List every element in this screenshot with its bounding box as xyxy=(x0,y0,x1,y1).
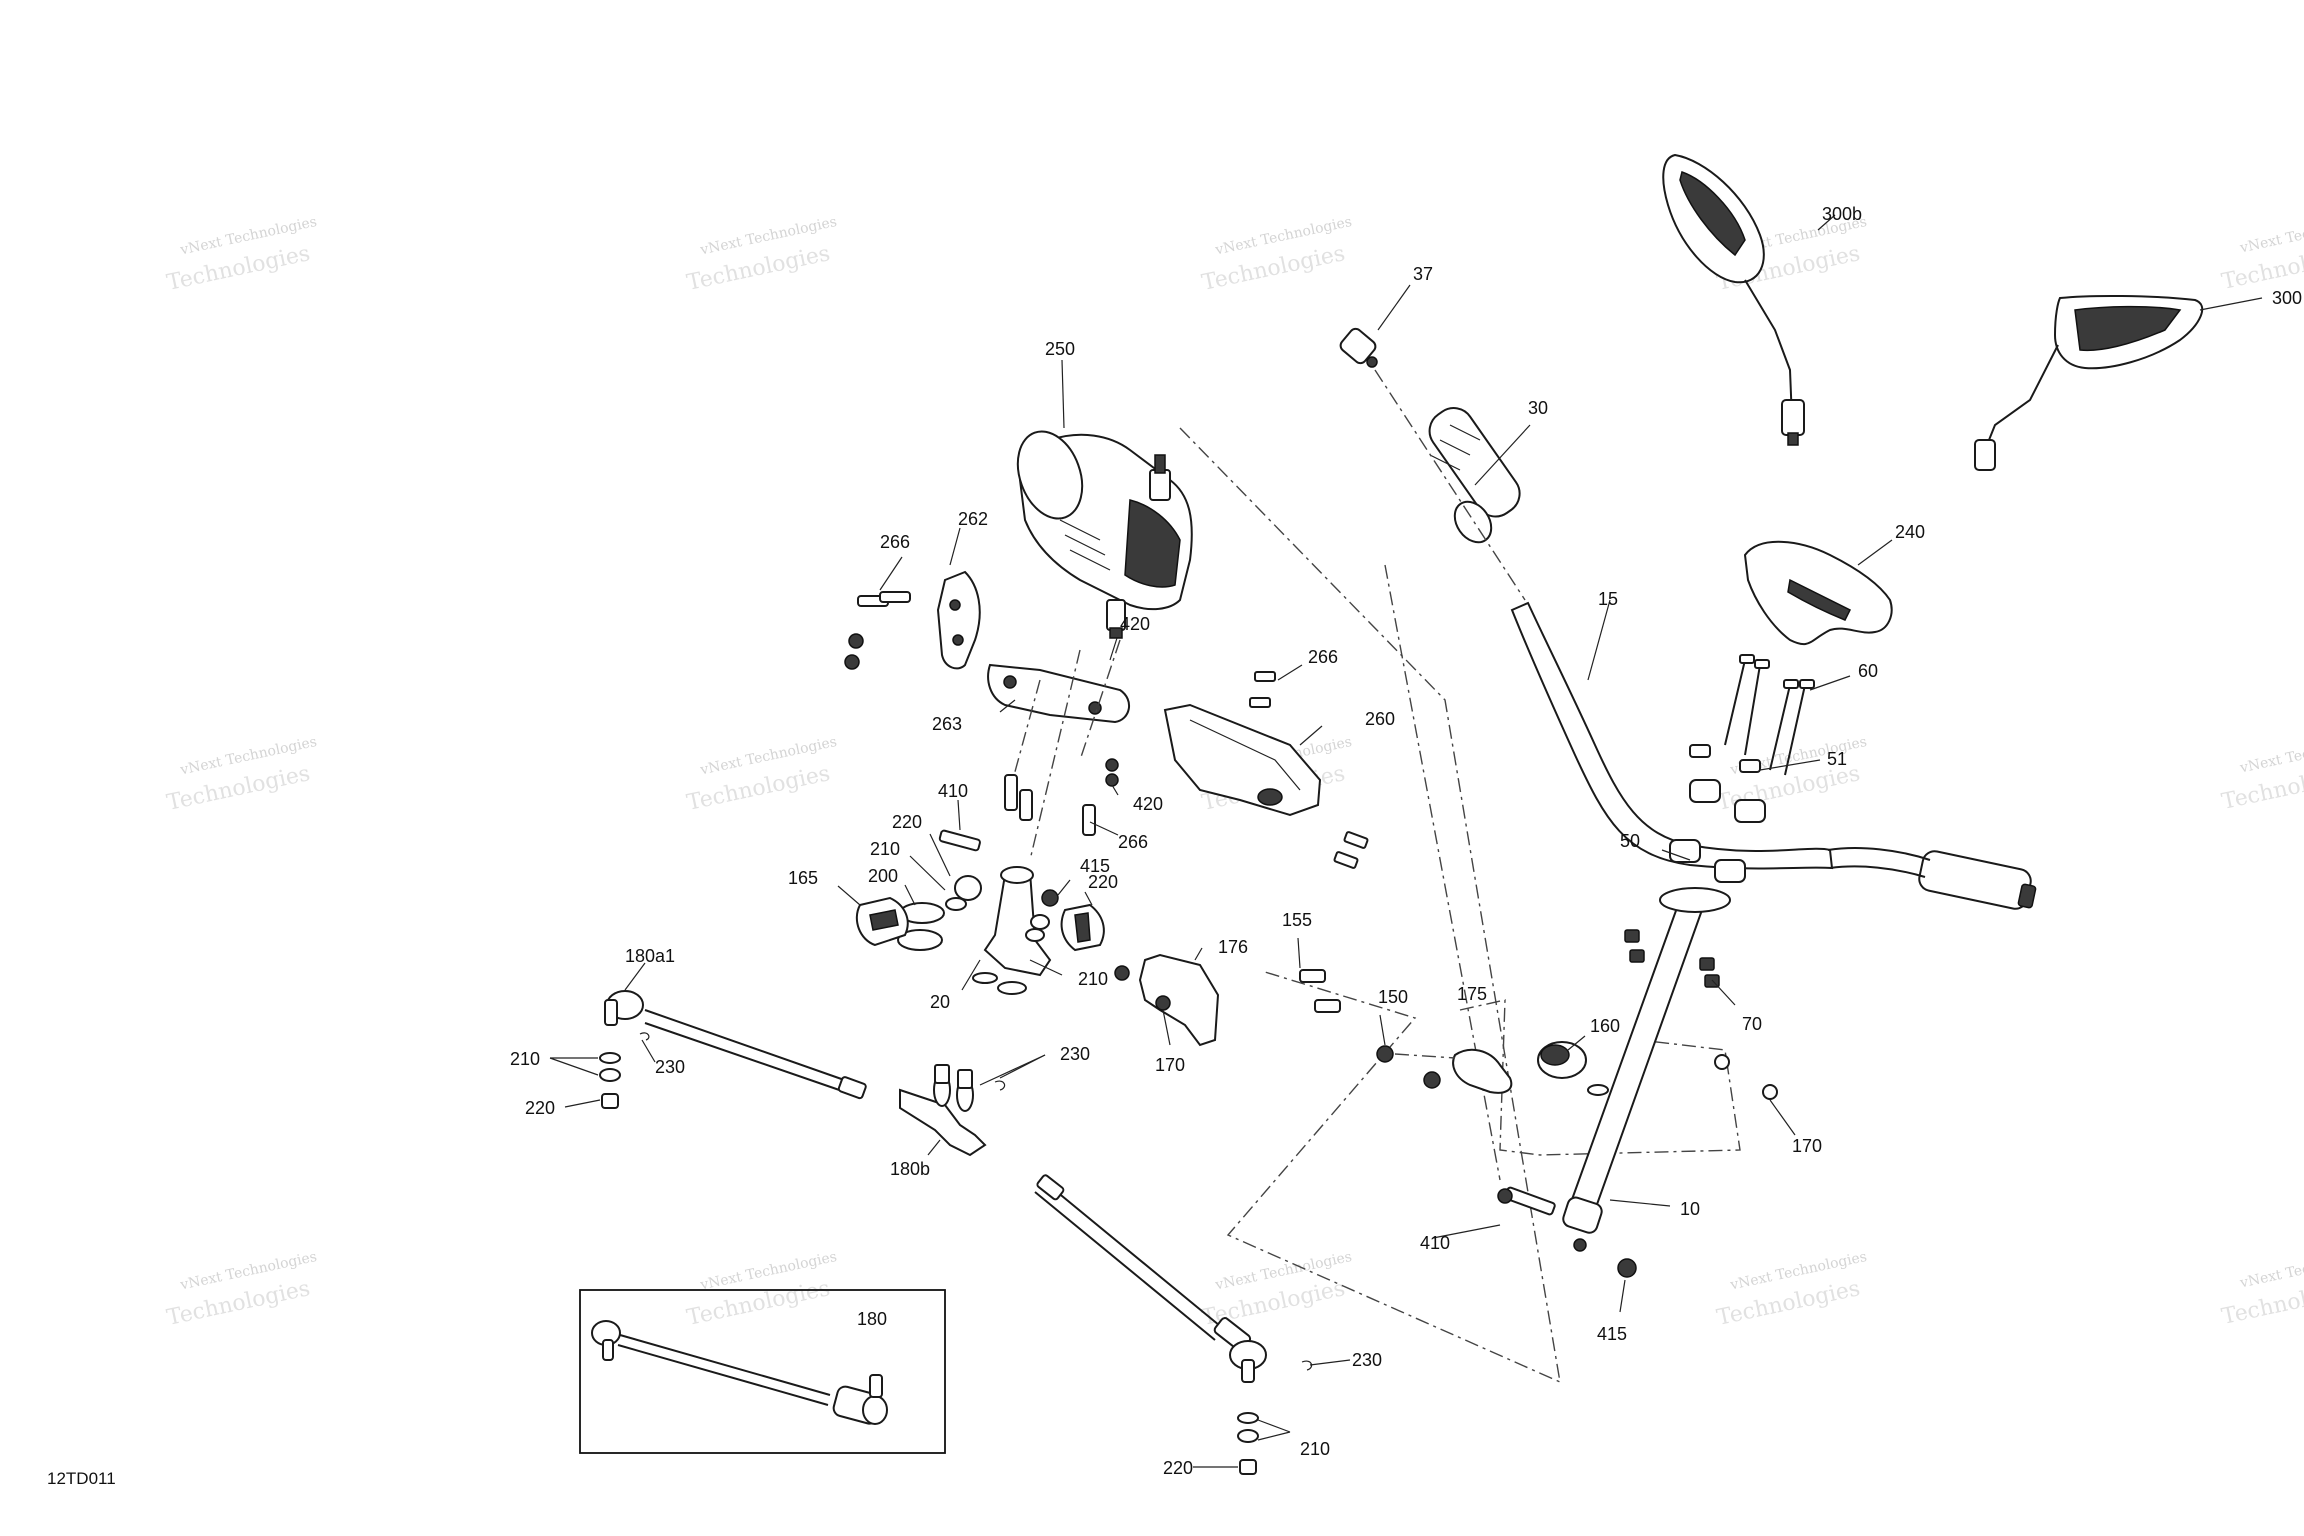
handlebar-cover xyxy=(1743,540,1893,646)
callout-220-left: 220 xyxy=(525,1098,555,1118)
callout-220-top: 220 xyxy=(892,812,922,832)
cotter-pins xyxy=(639,1032,1313,1371)
callout-410-top: 410 xyxy=(938,781,968,801)
bolts-right xyxy=(1105,671,1369,869)
axis-line xyxy=(1079,639,1121,761)
callout-300: 300 xyxy=(2272,288,2302,308)
callout-170-left: 170 xyxy=(1155,1055,1185,1075)
callout-230-center: 230 xyxy=(1060,1044,1090,1064)
steering-column xyxy=(1562,887,1731,1252)
axis-line xyxy=(1029,649,1081,861)
callout-labels: 250 37 30 15 240 60 300 300b 51 50 70 17… xyxy=(510,204,2302,1478)
callout-175: 175 xyxy=(1457,984,1487,1004)
callout-210-right: 210 xyxy=(1300,1439,1330,1459)
callout-230-left: 230 xyxy=(655,1057,685,1077)
callout-266-right: 266 xyxy=(1308,647,1338,667)
callout-30: 30 xyxy=(1528,398,1548,418)
bushing-220 xyxy=(1060,903,1105,952)
watermark-text: vNext Technologies xyxy=(2238,1247,2304,1292)
bracket-176 xyxy=(1114,953,1341,1047)
callout-20: 20 xyxy=(930,992,950,1012)
callout-155: 155 xyxy=(1282,910,1312,930)
handlebar-clamps xyxy=(1669,744,1766,883)
tie-rod-right xyxy=(1034,1174,1267,1475)
callout-176: 176 xyxy=(1218,937,1248,957)
callout-266-top: 266 xyxy=(880,532,910,552)
handlebar xyxy=(1510,601,2037,910)
callout-220-mid: 220 xyxy=(1088,872,1118,892)
left-bracket xyxy=(936,570,981,670)
nut xyxy=(1041,889,1059,907)
drawing-code: 12TD011 xyxy=(47,1469,116,1488)
bushing-165 xyxy=(855,896,909,947)
callout-250: 250 xyxy=(1045,339,1075,359)
grip-axis-line xyxy=(1374,369,1526,601)
callout-180b: 180b xyxy=(890,1159,930,1179)
callout-200: 200 xyxy=(868,866,898,886)
callout-230-right: 230 xyxy=(1352,1350,1382,1370)
grip xyxy=(1428,407,1521,544)
callout-15: 15 xyxy=(1598,589,1618,609)
leader-lines xyxy=(549,214,2263,1468)
bracket-subassembly-outline xyxy=(1459,999,1741,1156)
callout-410-bottom: 410 xyxy=(1420,1233,1450,1253)
axis-line xyxy=(1009,679,1041,791)
nut xyxy=(1762,1084,1778,1100)
right-bracket xyxy=(1163,703,1322,817)
bolts-266 xyxy=(844,591,911,670)
nut xyxy=(1617,1258,1637,1278)
callout-420-bottom: 420 xyxy=(1133,794,1163,814)
clamp-bolts xyxy=(1724,654,1815,776)
assembly-outlines xyxy=(1179,427,1741,1384)
bushing xyxy=(1537,1041,1587,1079)
tie-rod-center xyxy=(899,1064,987,1157)
nut xyxy=(1376,1045,1394,1063)
callout-37: 37 xyxy=(1413,264,1433,284)
callout-266-bottom: 266 xyxy=(1118,832,1148,852)
callout-220-right: 220 xyxy=(1163,1458,1193,1478)
callout-170-right: 170 xyxy=(1792,1136,1822,1156)
mirror-left xyxy=(1662,153,1805,446)
callout-165: 165 xyxy=(788,868,818,888)
callout-210-left: 210 xyxy=(510,1049,540,1069)
watermark-text: vNext Technologies xyxy=(2238,212,2304,257)
callout-10: 10 xyxy=(1680,1199,1700,1219)
lower-bolts xyxy=(938,774,1096,852)
power-steering-unit xyxy=(1016,430,1193,639)
callout-260: 260 xyxy=(1365,709,1395,729)
washers xyxy=(897,875,1050,951)
callout-263: 263 xyxy=(932,714,962,734)
inset-box xyxy=(579,1289,946,1454)
tie-rod-left xyxy=(599,990,867,1109)
bolt-axis-line xyxy=(1394,1053,1456,1059)
callout-50: 50 xyxy=(1620,831,1640,851)
callout-60: 60 xyxy=(1858,661,1878,681)
nut xyxy=(1714,1054,1730,1070)
callout-415-bottom: 415 xyxy=(1597,1324,1627,1344)
mounting-plate xyxy=(987,663,1130,724)
pitman-arm xyxy=(972,866,1052,995)
bar-end xyxy=(1339,327,1378,368)
callout-210-top: 210 xyxy=(870,839,900,859)
callout-70: 70 xyxy=(1742,1014,1762,1034)
callout-180a1: 180a1 xyxy=(625,946,675,966)
callout-51: 51 xyxy=(1827,749,1847,769)
callout-262: 262 xyxy=(958,509,988,529)
callout-415-top: 415 xyxy=(1080,856,1110,876)
callout-420-top: 420 xyxy=(1120,614,1150,634)
column-bolt xyxy=(1497,1186,1556,1216)
watermark-text: vNext Technologies xyxy=(2238,732,2304,777)
steering-assembly-outline xyxy=(1179,427,1561,1384)
nut xyxy=(1423,1071,1441,1089)
callout-210-mid: 210 xyxy=(1078,969,1108,989)
callout-180: 180 xyxy=(857,1309,887,1329)
callout-240: 240 xyxy=(1895,522,1925,542)
callout-150: 150 xyxy=(1378,987,1408,1007)
mirror-right xyxy=(1974,294,2204,471)
callout-300b: 300b xyxy=(1822,204,1862,224)
column-support-bracket xyxy=(1452,1048,1513,1094)
callout-160: 160 xyxy=(1590,1016,1620,1036)
